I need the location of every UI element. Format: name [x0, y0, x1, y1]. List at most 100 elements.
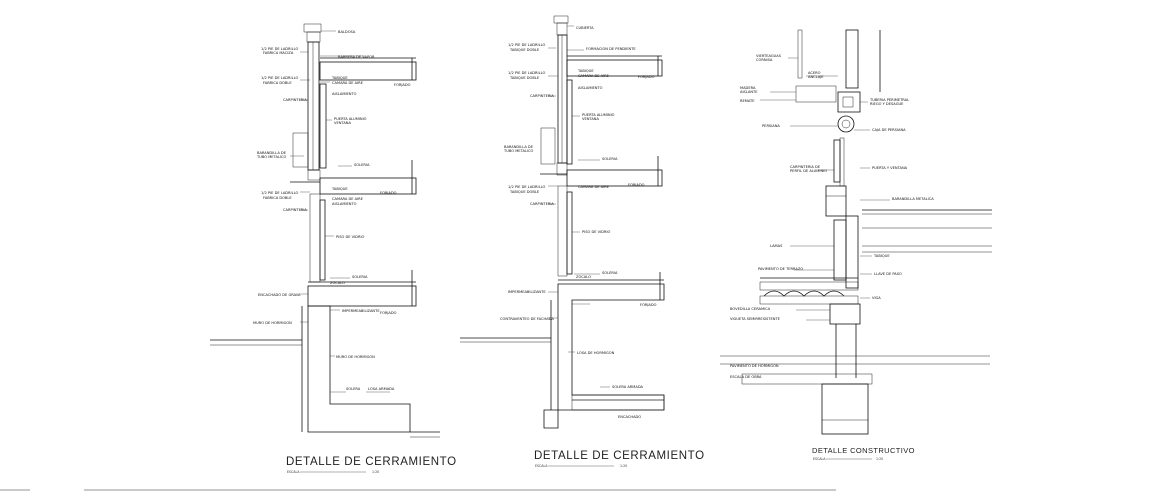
label: SOLERA — [346, 387, 361, 391]
label: CAMARA DE AIRE — [332, 197, 364, 201]
label: CORNISA — [756, 58, 773, 62]
label: PUERTA ALUMINIO — [334, 117, 367, 121]
label: VIGA — [872, 296, 881, 300]
label: PUERTA Y VENTANA — [872, 166, 908, 170]
label: CAMARA DE AIRE — [578, 185, 610, 189]
label: PISO DE VIDRIO — [582, 230, 611, 234]
label: LOSA ARMADA — [368, 387, 395, 391]
label: FORJADO — [394, 83, 411, 87]
label: 1/2 PIE DE LADRILLO — [508, 43, 545, 47]
label: SOLERIA — [602, 271, 618, 275]
label: ENCACHADO — [618, 415, 641, 419]
label: BARANDILLA DE — [504, 145, 534, 149]
label: ZOCALO — [576, 275, 591, 279]
label: CARPINTERIA — [530, 202, 554, 206]
label: TABIQUE DOBLE — [509, 76, 540, 80]
label: PAVIMENTO DE TERRAZO — [758, 267, 803, 271]
label: BARANDILLA METALICA — [892, 197, 934, 201]
label: TABIQUE DOBLE — [509, 48, 540, 52]
label: TABIQUE — [873, 254, 890, 258]
label: RIEGO Y DESAGUE — [870, 102, 904, 106]
label: FORJADO — [628, 183, 645, 187]
label: VIGUETA SEMIRRESISTENTE — [730, 317, 781, 321]
label: CAMARA DE AIRE — [578, 74, 610, 78]
detail-title: DETALLE CONSTRUCTIVO — [812, 446, 915, 455]
label: BARRERA DE VAPOR — [338, 55, 375, 59]
label: 1/2 PIE DE LADRILLO — [261, 47, 298, 51]
label: TABIQUE — [331, 187, 348, 191]
label: VENTANA — [334, 121, 351, 125]
label: FORJADO — [640, 303, 657, 307]
label: 1/2 PIE DE LADRILLO — [508, 71, 545, 75]
label: TUBO METALICO — [256, 155, 287, 159]
label: FORMACION DE PENDIENTE — [586, 47, 636, 51]
label: ZOCALO — [330, 281, 345, 285]
scale-label: ESCALA — [535, 464, 548, 468]
label: PERFIL DE ALUMINIO — [790, 169, 827, 173]
label: AISLAMIENTO — [332, 202, 357, 206]
detail-1: BALDOSA 1/2 PIE DE LADRILLO FABRICA MACI… — [210, 23, 457, 474]
detail-3: VIERTEAGUAS CORNISA ACERO ANCLAJE MADERA… — [720, 29, 992, 461]
label: REMATE — [740, 99, 755, 103]
label: CARPINTERIA — [530, 94, 554, 98]
label: AISLAMIENTO — [578, 86, 603, 90]
label: SOLERIA — [352, 275, 368, 279]
label: CAJA DE PERSIANA — [872, 128, 906, 132]
detail-title: DETALLE DE CERRAMIENTO — [534, 450, 705, 462]
label: VENTANA — [582, 117, 599, 121]
label: LAMAS — [770, 244, 783, 248]
label: FORJADO — [638, 75, 655, 79]
label: MURO DE HORMIGON — [336, 355, 375, 359]
label: ENCACHADO DE GRAVA — [258, 293, 301, 297]
label: CARPINTERIA — [283, 98, 307, 102]
label: 1/2 PIE DE LADRILLO — [508, 185, 545, 189]
label: 1/2 PIE DE LADRILLO — [261, 76, 298, 80]
label: TABIQUE — [577, 69, 594, 73]
label: TUBO METALICO — [503, 149, 534, 153]
label: CUBIERTA — [576, 26, 594, 30]
label: PUERTA ALUMINIO — [582, 113, 615, 117]
label: 1/2 PIE DE LADRILLO — [261, 191, 298, 195]
label: ESCALA DE OBRA — [730, 375, 762, 379]
scale-value: 1:20 — [372, 470, 379, 474]
label: FABRICA DOBLE — [263, 81, 292, 85]
label: BALDOSA — [338, 30, 356, 34]
scale-value: 1:20 — [620, 464, 627, 468]
label: PAVIMENTO DE HORMIGON — [730, 364, 779, 368]
label: IMPERMEABILIZANTE — [508, 290, 546, 294]
label: PERSIANA — [762, 124, 780, 128]
label: TABIQUE DOBLE — [509, 190, 540, 194]
label: FABRICA DOBLE — [263, 196, 292, 200]
label: AISLANTE — [740, 90, 758, 94]
label: BARANDILLA DE — [257, 151, 287, 155]
scale-label: ESCALA — [813, 457, 826, 461]
detail-title: DETALLE DE CERRAMIENTO — [286, 456, 457, 468]
label: TUBERIA PERIMETRAL — [869, 98, 909, 102]
label: ACERO — [808, 71, 821, 75]
label: IMPERMEABILIZANTE — [342, 309, 380, 313]
scale-label: ESCALA — [287, 470, 300, 474]
label: SOLERIA — [602, 157, 618, 161]
label: MADERA — [740, 86, 756, 90]
label: BOVEDILLA CERAMICA — [730, 307, 771, 311]
label: CAMARA DE AIRE — [332, 81, 364, 85]
label: CARPINTERIA — [283, 208, 307, 212]
detail-2: CUBIERTA 1/2 PIE DE LADRILLO TABIQUE DOB… — [460, 15, 705, 468]
label: SOLERA ARMADA — [612, 385, 644, 389]
label: FABRICA MACIZA — [263, 51, 294, 55]
label: SOLERIA — [354, 163, 370, 167]
label: PISO DE VIDRIO — [336, 235, 365, 239]
label: FORJADO — [380, 311, 397, 315]
label: VIERTEAGUAS — [756, 54, 782, 58]
label: TABIQUE — [331, 76, 348, 80]
label: CONTRAVENTEO DE FACHADA — [500, 317, 554, 321]
scale-value: 1:20 — [876, 457, 883, 461]
label: ANCLAJE — [808, 75, 824, 79]
label: AISLAMIENTO — [332, 92, 357, 96]
label: CARPINTERIA DE — [790, 165, 821, 169]
label: FORJADO — [380, 191, 397, 195]
label: LOSA DE HORMIGON — [577, 351, 615, 355]
vault-row — [759, 290, 859, 305]
label: LLAVE DE PASO — [874, 272, 902, 276]
